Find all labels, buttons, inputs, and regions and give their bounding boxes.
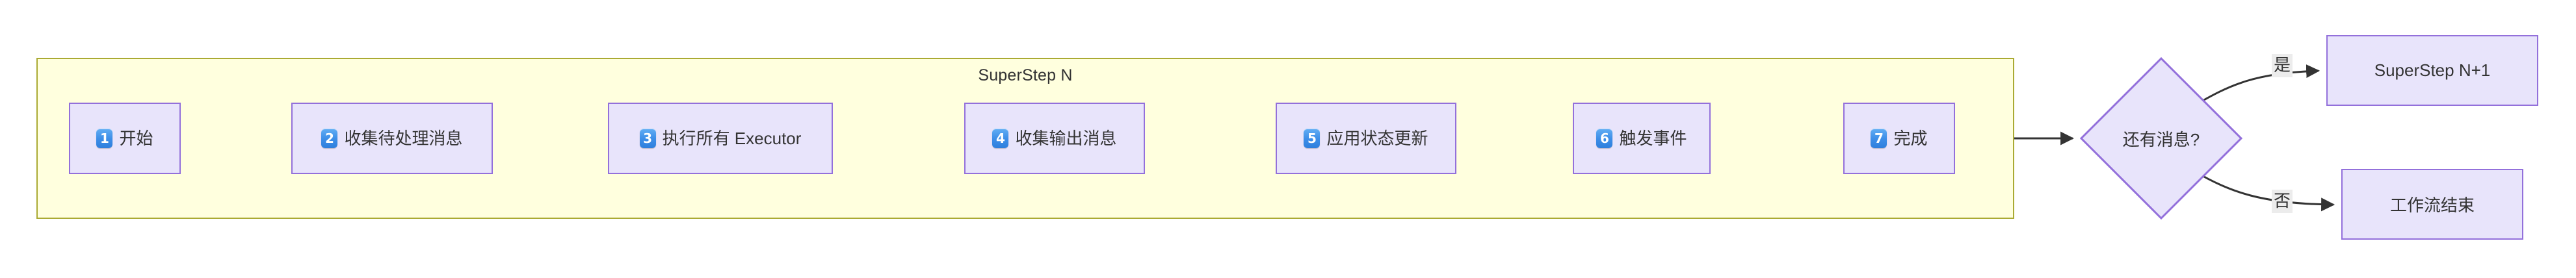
node-label: 触发事件 xyxy=(1619,129,1687,148)
node-trigger-events[interactable]: 6 触发事件 xyxy=(1573,103,1711,174)
decision-label: 还有消息? xyxy=(2122,129,2200,149)
node-workflow-end[interactable]: 工作流结束 xyxy=(2341,169,2523,240)
keycap-3-icon: 3 xyxy=(639,129,656,148)
node-run-all-executors[interactable]: 3 执行所有 Executor xyxy=(608,103,833,174)
keycap-7-icon: 7 xyxy=(1871,129,1887,148)
node-label: 完成 xyxy=(1893,129,1928,148)
node-label: 应用状态更新 xyxy=(1326,129,1428,148)
node-superstep-n-plus-1[interactable]: SuperStep N+1 xyxy=(2326,35,2538,106)
terminal-label: 工作流结束 xyxy=(2389,196,2475,215)
node-label: 收集输出消息 xyxy=(1015,129,1117,148)
keycap-6-icon: 6 xyxy=(1596,129,1613,148)
keycap-1-icon: 1 xyxy=(96,129,113,148)
node-apply-state-updates[interactable]: 5 应用状态更新 xyxy=(1276,103,1456,174)
diamond-shape xyxy=(2080,57,2242,220)
node-start[interactable]: 1 开始 xyxy=(69,103,181,174)
node-label: 执行所有 Executor xyxy=(662,129,802,148)
node-collect-output-messages[interactable]: 4 收集输出消息 xyxy=(964,103,1145,174)
edge-label-no: 否 xyxy=(2272,190,2293,213)
keycap-4-icon: 4 xyxy=(992,129,1009,148)
node-label: 开始 xyxy=(119,129,153,148)
node-done[interactable]: 7 完成 xyxy=(1843,103,1955,174)
edge-label-yes: 是 xyxy=(2272,54,2293,77)
keycap-2-icon: 2 xyxy=(321,129,338,148)
node-decision-more-messages[interactable]: 还有消息? xyxy=(2080,57,2242,220)
node-collect-pending-messages[interactable]: 2 收集待处理消息 xyxy=(291,103,493,174)
keycap-5-icon: 5 xyxy=(1304,129,1321,148)
node-label: 收集待处理消息 xyxy=(344,129,463,148)
subgraph-title: SuperStep N xyxy=(978,66,1073,84)
terminal-label: SuperStep N+1 xyxy=(2374,60,2491,80)
